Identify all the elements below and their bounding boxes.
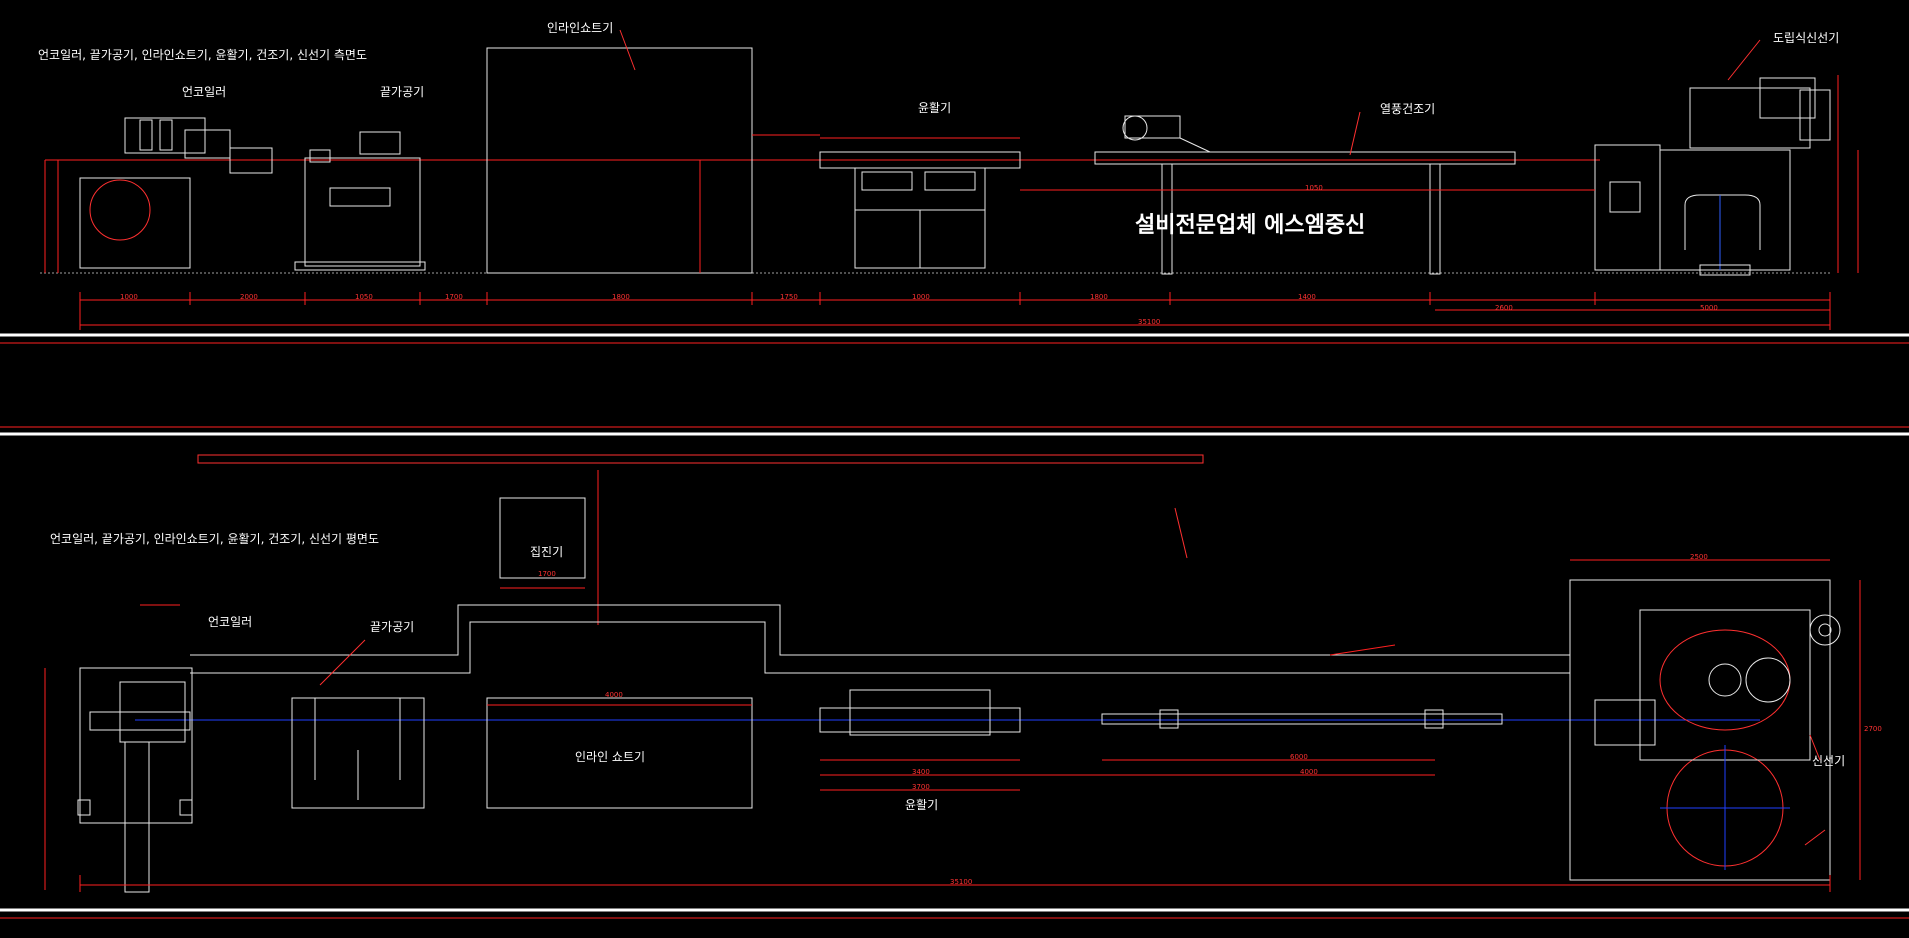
side-dim-1: 1000 bbox=[120, 293, 138, 301]
side-view bbox=[0, 29, 1909, 436]
side-dim-9: 1400 bbox=[1298, 293, 1316, 301]
side-dim-12: 1050 bbox=[1305, 184, 1323, 192]
plan-end-machine bbox=[291, 639, 425, 809]
plan-label-drawing-machine: 신선기 bbox=[1812, 754, 1846, 768]
side-label-dryer: 열풍건조기 bbox=[1380, 102, 1436, 116]
plan-hatched-bar bbox=[197, 454, 1204, 464]
side-label-drawing-machine: 도립식신선기 bbox=[1773, 31, 1840, 45]
side-dim-8: 1800 bbox=[1090, 293, 1108, 301]
side-dryer bbox=[1094, 115, 1516, 275]
company-watermark: 설비전문업체 에스엠중신 bbox=[1135, 213, 1366, 238]
side-label-inline-shot: 인라인쇼트기 bbox=[547, 21, 614, 35]
side-dim-3: 1050 bbox=[355, 293, 373, 301]
side-label-lubricator: 윤활기 bbox=[918, 101, 952, 115]
plan-dryer bbox=[1020, 644, 1503, 776]
plan-dust-collector bbox=[499, 497, 586, 579]
plan-label-uncoiler: 언코일러 bbox=[208, 615, 253, 629]
side-view-title: 언코일러, 끝가공기, 인라인쇼트기, 윤활기, 건조기, 신선기 측면도 bbox=[38, 48, 368, 62]
plan-dim-lub-a: 3400 bbox=[912, 768, 930, 776]
side-dim-5: 1800 bbox=[612, 293, 630, 301]
plan-view-title: 언코일러, 끝가공기, 인라인쇼트기, 윤활기, 건조기, 신선기 평면도 bbox=[50, 532, 380, 546]
side-uncoiler bbox=[79, 117, 273, 269]
plan-dim-dry-a: 6000 bbox=[1290, 753, 1308, 761]
side-dim-7: 1000 bbox=[912, 293, 930, 301]
plan-label-lubricator: 윤활기 bbox=[905, 798, 939, 812]
plan-lubricator bbox=[819, 689, 1021, 791]
plan-dim-shot-width: 4000 bbox=[605, 691, 623, 699]
side-inline-shot bbox=[486, 47, 753, 274]
plan-view bbox=[0, 454, 1909, 919]
plan-uncoiler bbox=[44, 604, 193, 893]
plan-label-end-machine: 끝가공기 bbox=[370, 620, 415, 634]
plan-dim-overall: 35100 bbox=[950, 878, 973, 886]
side-dim-overall: 35100 bbox=[1138, 318, 1161, 326]
side-dimensions bbox=[44, 75, 1859, 330]
plan-dim-dry-b: 4000 bbox=[1300, 768, 1318, 776]
side-drawing-machine bbox=[1594, 77, 1831, 276]
plan-drawing-machine bbox=[1569, 559, 1861, 881]
side-dim-2: 2000 bbox=[240, 293, 258, 301]
side-dim-11: 5000 bbox=[1700, 304, 1718, 312]
plan-duct bbox=[190, 604, 1570, 674]
side-lubricator bbox=[819, 151, 1021, 269]
plan-label-dust-collector: 집진기 bbox=[530, 545, 564, 559]
side-end-machine bbox=[294, 131, 426, 271]
side-dim-6: 1750 bbox=[780, 293, 798, 301]
plan-dim-dm-height: 2700 bbox=[1864, 725, 1882, 733]
side-dim-4: 1700 bbox=[445, 293, 463, 301]
side-label-end-machine: 끝가공기 bbox=[380, 85, 425, 99]
side-label-uncoiler: 언코일러 bbox=[182, 85, 227, 99]
side-dim-10: 2600 bbox=[1495, 304, 1513, 312]
plan-inline-shot bbox=[486, 697, 753, 809]
plan-dim-lub-b: 3700 bbox=[912, 783, 930, 791]
plan-dim-dust-width: 1700 bbox=[538, 570, 556, 578]
plan-dim-dm-width: 2500 bbox=[1690, 553, 1708, 561]
plan-label-inline-shot: 인라인 쇼트기 bbox=[575, 750, 646, 764]
